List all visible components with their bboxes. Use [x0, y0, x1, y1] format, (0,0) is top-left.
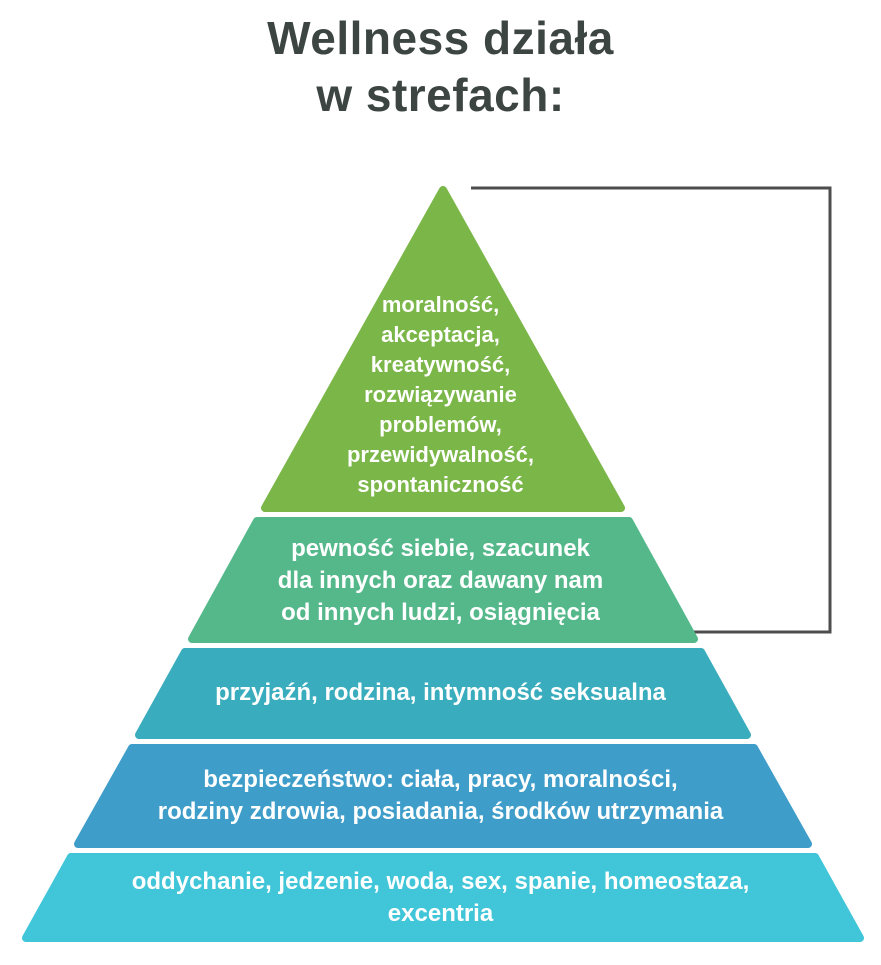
- page-title: Wellness działa w strefach:: [267, 12, 614, 121]
- pyramid-level-5-text: oddychanie, jedzenie, woda, sex, spanie,…: [131, 868, 750, 927]
- pyramid-level-4-text: bezpieczeństwo: ciała, pracy, moralności…: [157, 766, 724, 825]
- pyramid-level-4-shape: [74, 744, 812, 848]
- pyramid-level-3-shape: [135, 648, 751, 739]
- pyramid-level-5-shape: [22, 853, 864, 942]
- pyramid-level-1-text: moralność, akceptacja, kreatywność, rozw…: [346, 292, 535, 497]
- pyramid-level-3-text: przyjaźń, rodzina, intymność seksualna: [215, 679, 666, 706]
- pyramid-level-2-text: pewność siebie, szacunek dla innych oraz…: [277, 535, 604, 626]
- pyramid-level-2-shape: [188, 517, 698, 643]
- pyramid-level-1-shape: [261, 186, 625, 512]
- bracket-line: [471, 186, 832, 634]
